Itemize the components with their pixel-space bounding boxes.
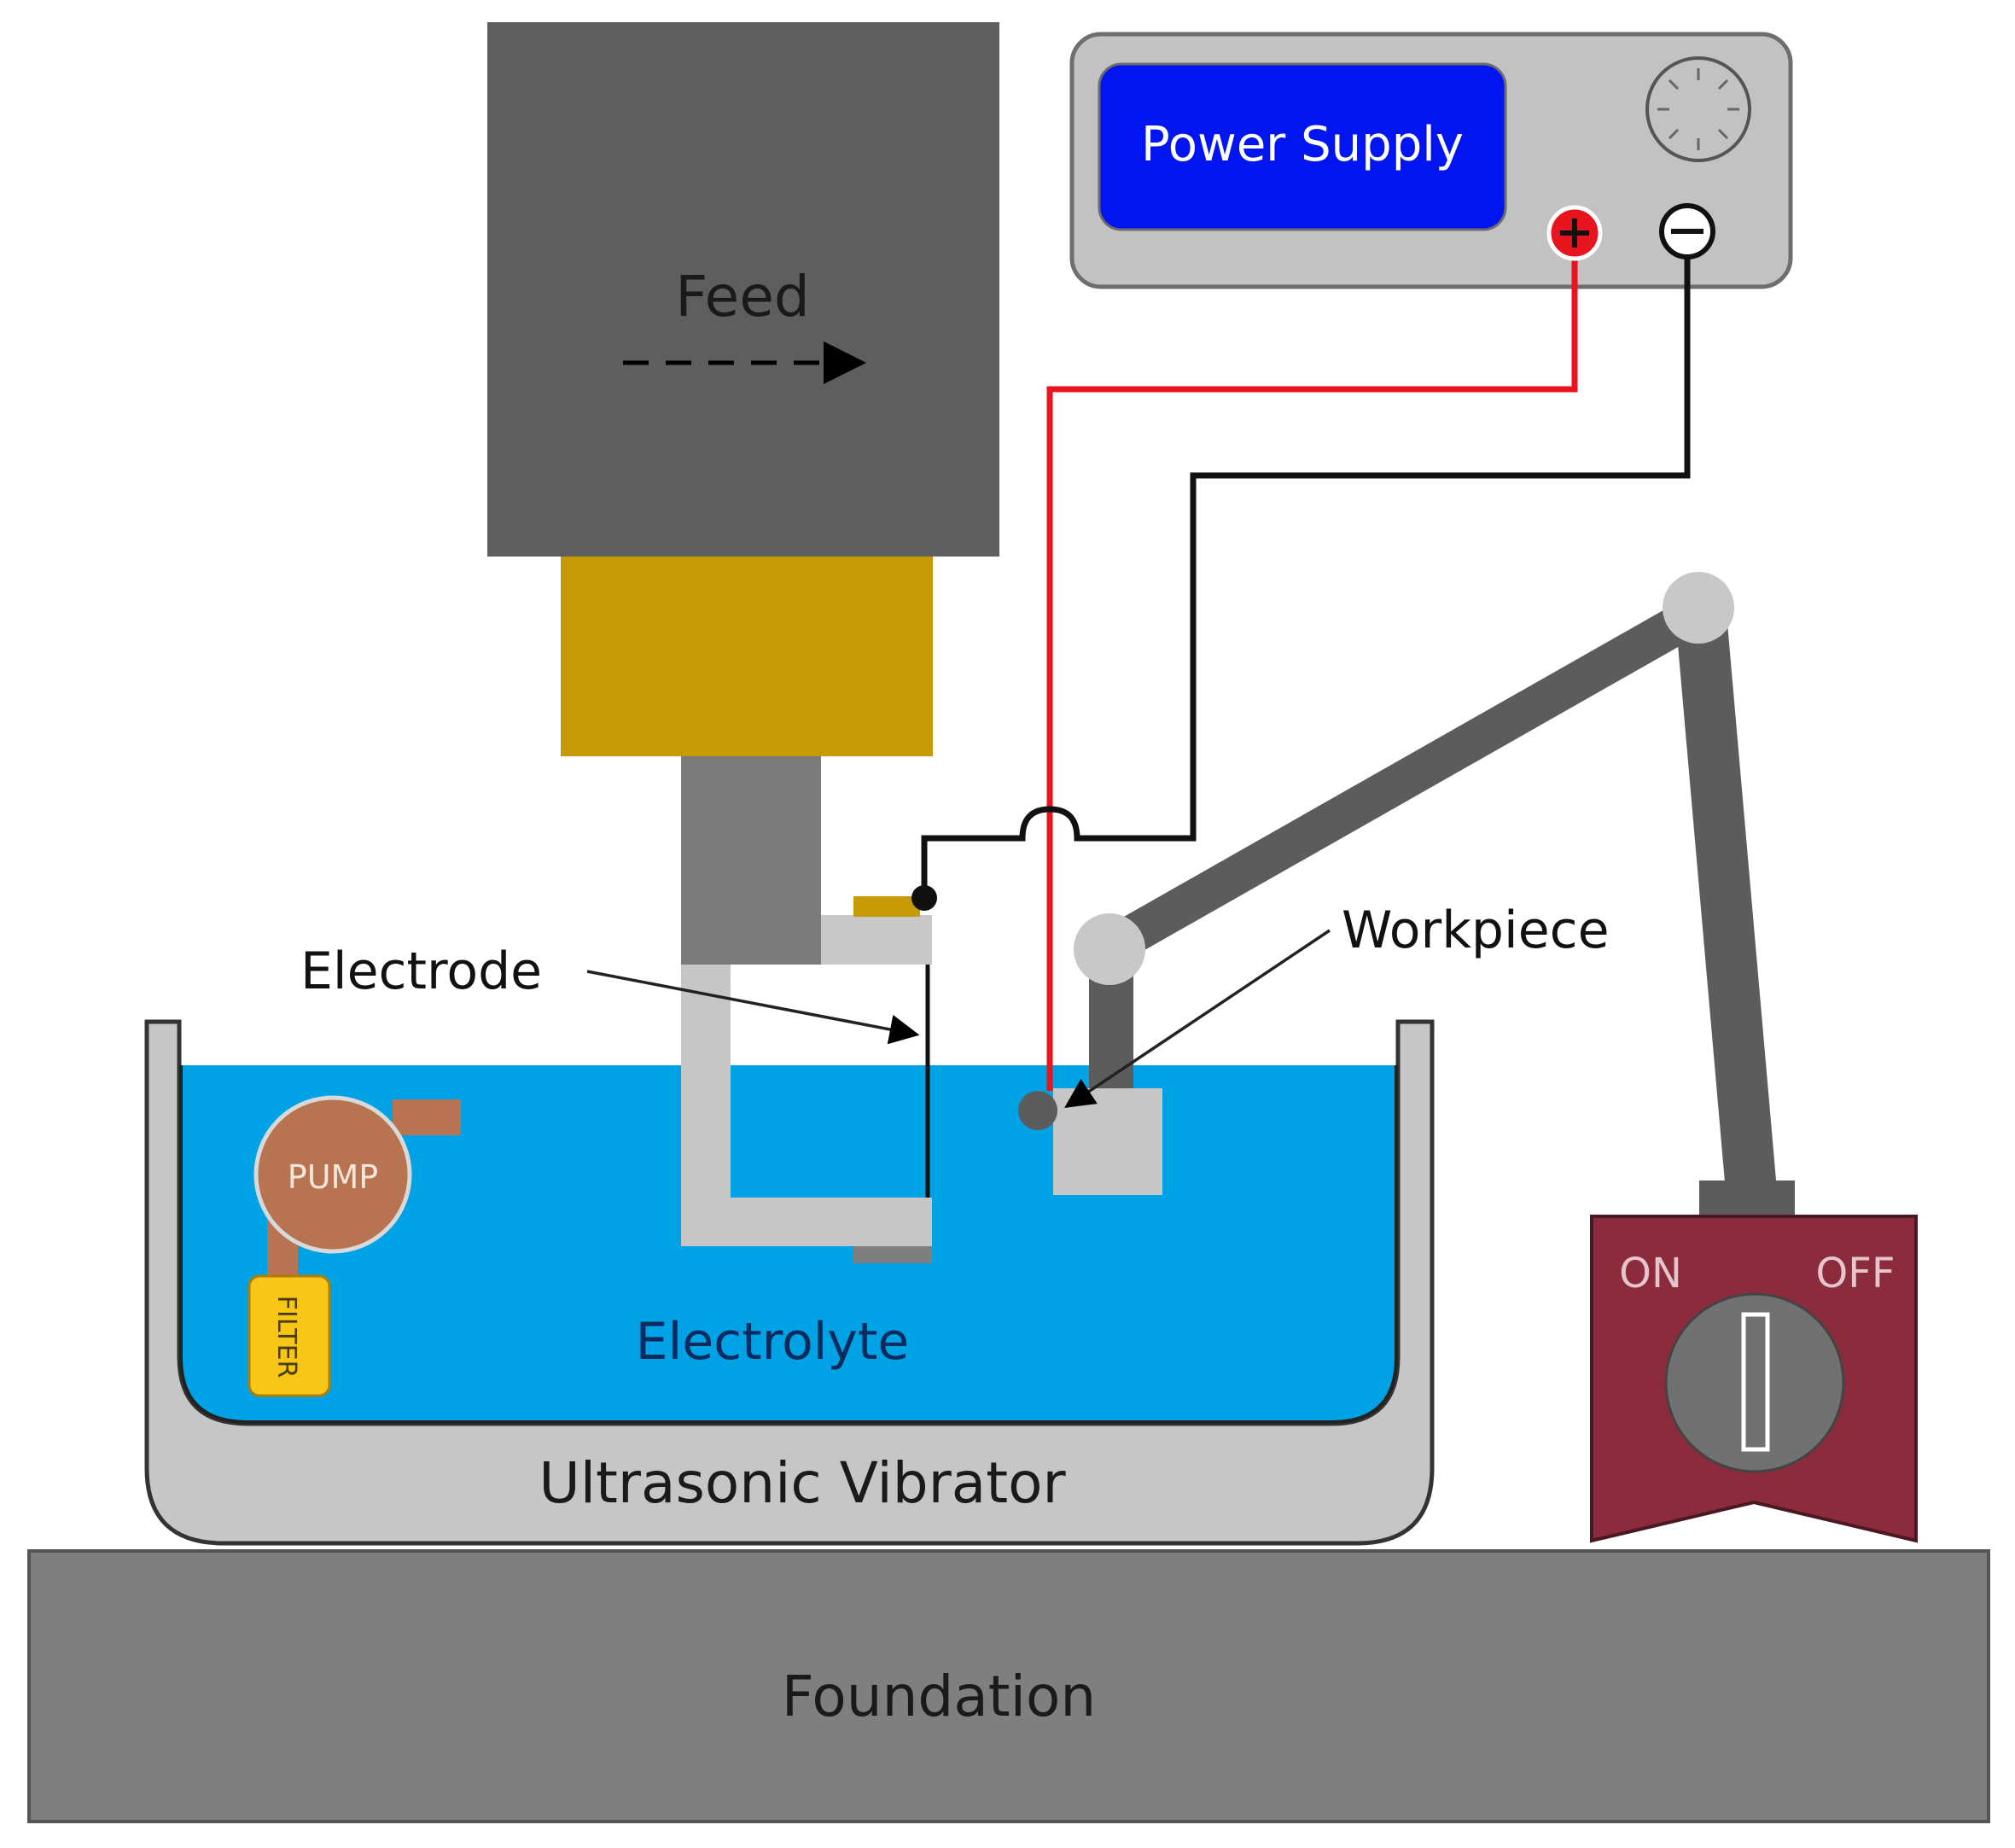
workpiece-pointer [1064,929,1331,1108]
dial-ticks [1657,68,1739,150]
workpiece-label: Workpiece [1342,901,1610,960]
feed-head [487,22,999,557]
fixture-foot [853,1246,932,1263]
switch-knob[interactable] [1664,1292,1845,1473]
foundation-label: Foundation [782,1664,1096,1729]
arm-elbow-joint [1074,913,1145,985]
switch-on-label: ON [1619,1250,1682,1297]
arm-top-joint [1663,572,1734,644]
foundation-block [27,1549,1990,1823]
spindle-block [561,557,933,756]
power-supply-screen [1098,62,1507,231]
filter-body [248,1274,331,1397]
power-supply-label: Power Supply [1141,117,1464,172]
ultrasonic-vibrator-label: Ultrasonic Vibrator [539,1450,1066,1516]
tool-holder [681,756,821,965]
filter-label: FILTER [271,1296,301,1379]
plus-sign-icon [1560,219,1589,248]
electrode-pointer [586,970,920,1045]
arm-upper-segment [1099,596,1709,965]
electrode-contact-pad [853,896,920,917]
pump-label: PUMP [288,1158,378,1196]
switch-off-label: OFF [1816,1250,1896,1297]
negative-wire [921,232,1691,898]
electrolyte-label: Electrolyte [636,1312,910,1372]
feed-label: Feed [675,264,809,329]
workpiece-contact-point [1018,1091,1057,1130]
electrode-label: Electrode [300,941,542,1001]
arm-vertical-segment [1675,612,1777,1193]
pump-outlet-pipe [393,1099,461,1135]
pump-body [253,1095,412,1254]
positive-wire [1046,235,1578,1091]
switch-knob-indicator [1741,1312,1770,1452]
negative-wire-junction [911,885,937,911]
electrode-clamp [821,915,932,965]
electrolyte-inner-edge [179,1065,1398,1424]
